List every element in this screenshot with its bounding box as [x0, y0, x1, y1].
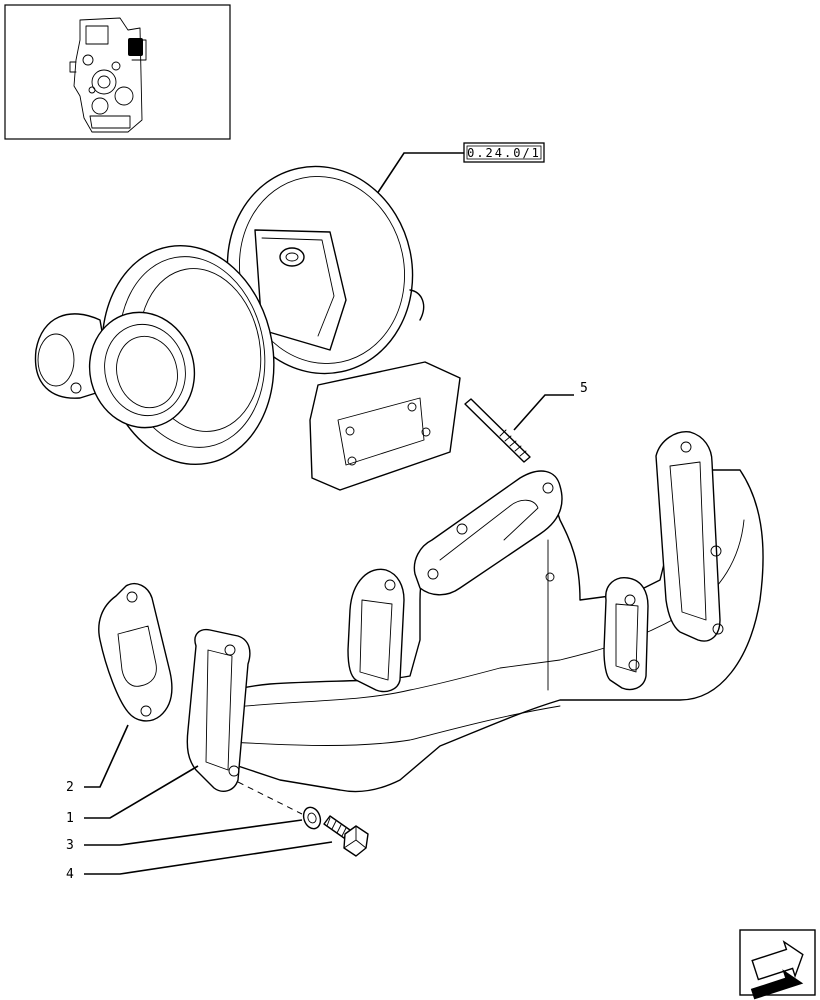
callout-5-leader — [513, 394, 574, 431]
next-page-arrow-icon[interactable] — [739, 929, 816, 1000]
reference-box[interactable]: 0.24.0/1 — [463, 142, 545, 163]
callout-1-leader — [84, 765, 199, 819]
callout-2-leader — [84, 724, 129, 788]
reference-leader-line — [372, 152, 464, 201]
screw — [323, 815, 369, 857]
reference-label: 0.24.0/1 — [467, 146, 541, 160]
callout-2: 2 — [66, 780, 74, 795]
turbocharger — [34, 165, 461, 491]
exhaust-manifold — [186, 431, 764, 793]
callout-5: 5 — [580, 381, 588, 396]
callout-3: 3 — [66, 838, 74, 853]
callout-4-leader — [84, 841, 333, 875]
callout-4: 4 — [66, 867, 74, 882]
washer — [302, 806, 322, 830]
callout-1: 1 — [66, 811, 74, 826]
callout-3-leader — [84, 819, 303, 846]
stud — [464, 398, 531, 463]
gasket — [98, 582, 173, 722]
assembly-axis-line — [237, 781, 303, 815]
engine-thumbnail-icon[interactable] — [4, 4, 231, 140]
